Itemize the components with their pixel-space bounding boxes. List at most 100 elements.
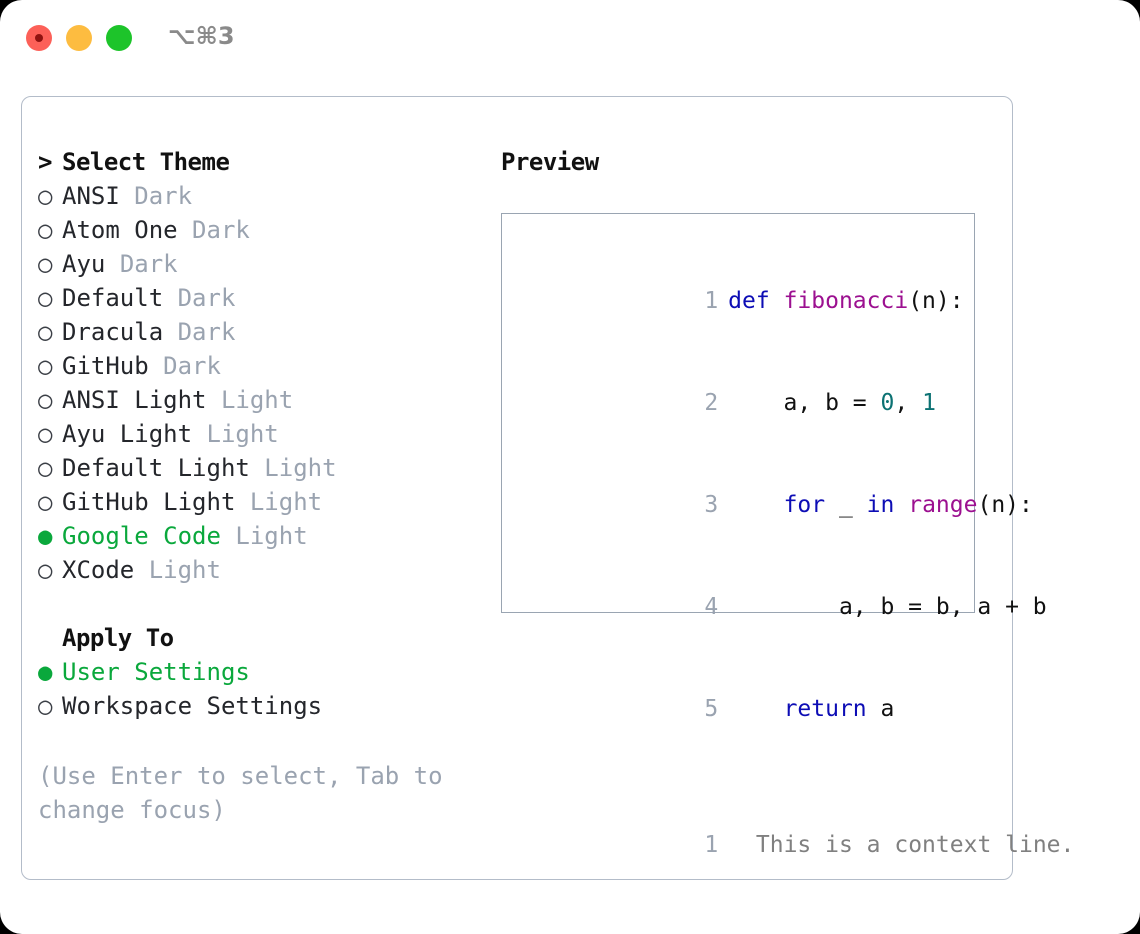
radio-empty-icon[interactable]: ○ [38,352,53,380]
main-panel: >Select Theme ○ANSI Dark ○Atom One Dark … [21,96,1074,880]
zoom-window-button[interactable] [106,25,132,51]
theme-list-item-ansi[interactable]: ○ ANSI Dark [38,179,478,213]
code-blank-line [522,760,974,794]
line-number: 2 [688,930,718,934]
theme-list-item-ayu[interactable]: ○ Ayu Dark [38,247,478,281]
theme-list-item-default[interactable]: ○ Default Dark [38,281,478,315]
code-line: 3 for _ in range(n): [522,454,1033,556]
theme-name: Default [62,284,164,312]
line-number: 1 [704,288,719,314]
radio-empty-icon[interactable]: ○ [38,318,53,346]
radio-empty-icon[interactable]: ○ [38,284,53,312]
code-token: fibonacci [783,288,909,314]
apply-to-option-label: User Settings [62,658,250,686]
radio-empty-icon[interactable]: ○ [38,488,53,516]
code-token: a [866,696,895,722]
code-token: def [728,288,784,314]
keyboard-hint-text: (Use Enter to select, Tab to change focu… [38,762,443,824]
theme-kind-label: Dark [177,284,236,312]
line-number: 4 [704,594,719,620]
radio-empty-icon[interactable]: ○ [38,216,53,244]
theme-kind-label: Light [235,522,308,550]
theme-name: ANSI [62,182,120,210]
theme-name: Ayu Light [62,420,193,448]
code-token: return [783,696,867,722]
code-token: a, b = [728,390,881,416]
code-token: 1 [922,390,936,416]
theme-list-item-xcode[interactable]: ○ XCode Light [38,553,478,587]
theme-name: XCode [62,556,135,584]
diff-text: This is a context line. [755,832,1075,858]
code-line: 4 a, b = b, a + b [522,556,1046,658]
theme-name: GitHub [62,352,149,380]
theme-list-item-dracula[interactable]: ○ Dracula Dark [38,315,478,349]
theme-name: Default Light [62,454,250,482]
radio-empty-icon[interactable]: ○ [38,250,53,278]
theme-list-item-atom-one[interactable]: ○Atom One Dark [38,213,478,247]
code-token: in [866,492,895,518]
theme-name: ANSI Light [62,386,207,414]
code-preview-box: 1 def fibonacci (n): 2 a, b = 0, 1 3 for _… [501,213,1074,858]
theme-list-item-ayu-light[interactable]: ○Ayu Light Light [38,417,478,451]
code-token: range [908,492,978,518]
apply-to-option-workspace-settings[interactable]: ○ Workspace Settings [38,689,478,723]
diff-line-deleted: 2- This line was deleted. [522,896,974,934]
select-theme-header: >Select Theme [38,145,478,179]
line-number: 5 [704,696,719,722]
code-token: a, b = b, a + b [728,594,1047,620]
line-number: 2 [704,390,719,416]
theme-list-item-google-code[interactable]: ● Google Code Light [38,519,478,553]
theme-name: Ayu [62,250,106,278]
code-token: 0 [880,390,895,416]
theme-name: Google Code [62,522,221,550]
close-window-button[interactable] [26,25,52,51]
theme-name: Dracula [62,318,164,346]
select-theme-label: Select Theme [62,148,230,176]
theme-list-item-ansi-light[interactable]: ○ ANSI Light Light [38,383,478,417]
code-line: 2 a, b = 0, 1 [522,352,974,454]
radio-empty-icon[interactable]: ○ [38,692,53,720]
theme-list-item-default-light[interactable]: ○Default Light Light [38,451,478,485]
code-token [728,492,783,518]
theme-kind-label: Light [148,556,221,584]
radio-filled-icon[interactable]: ● [38,658,53,686]
radio-empty-icon[interactable]: ○ [38,556,53,584]
theme-list-item-github-light[interactable]: ○ GitHub Light Light [38,485,478,519]
minimize-window-button[interactable] [66,25,92,51]
preview-title: Preview [501,148,599,176]
theme-kind-label: Dark [177,318,236,346]
code-token: for [783,492,826,518]
theme-kind-label: Dark [192,216,250,244]
radio-filled-icon[interactable]: ● [38,522,53,550]
theme-selector-column: >Select Theme ○ANSI Dark ○Atom One Dark … [38,145,478,723]
keyboard-shortcut-label: ⌥⌘3 [168,22,235,50]
code-token: , [894,390,923,416]
theme-kind-label: Light [220,386,294,414]
apply-to-option-label: Workspace Settings [62,692,323,720]
window-controls [26,25,132,51]
list-spacer [38,587,478,621]
diff-line-context: 1 This is a context line. [522,794,1074,896]
apply-to-header: Apply To [38,621,478,655]
radio-empty-icon[interactable]: ○ [38,386,53,414]
diff-marker [728,832,742,858]
radio-empty-icon[interactable]: ○ [38,182,53,210]
spacer-icon [38,621,62,655]
apply-to-option-user-settings[interactable]: ● User Settings [38,655,478,689]
line-number: 1 [704,832,719,858]
code-token: (n): [977,492,1033,518]
radio-empty-icon[interactable]: ○ [38,420,53,448]
code-token: _ [825,492,867,518]
theme-kind-label: Light [249,488,323,516]
theme-kind-label: Dark [119,250,178,278]
theme-kind-label: Dark [134,182,193,210]
theme-name: GitHub Light [62,488,236,516]
theme-list-item-github[interactable]: ○ GitHub Dark [38,349,478,383]
title-bar: ⌥⌘3 [0,0,1140,78]
radio-empty-icon[interactable]: ○ [38,454,53,482]
apply-to-label: Apply To [62,624,174,652]
theme-kind-label: Dark [163,352,221,380]
code-token [894,492,908,518]
